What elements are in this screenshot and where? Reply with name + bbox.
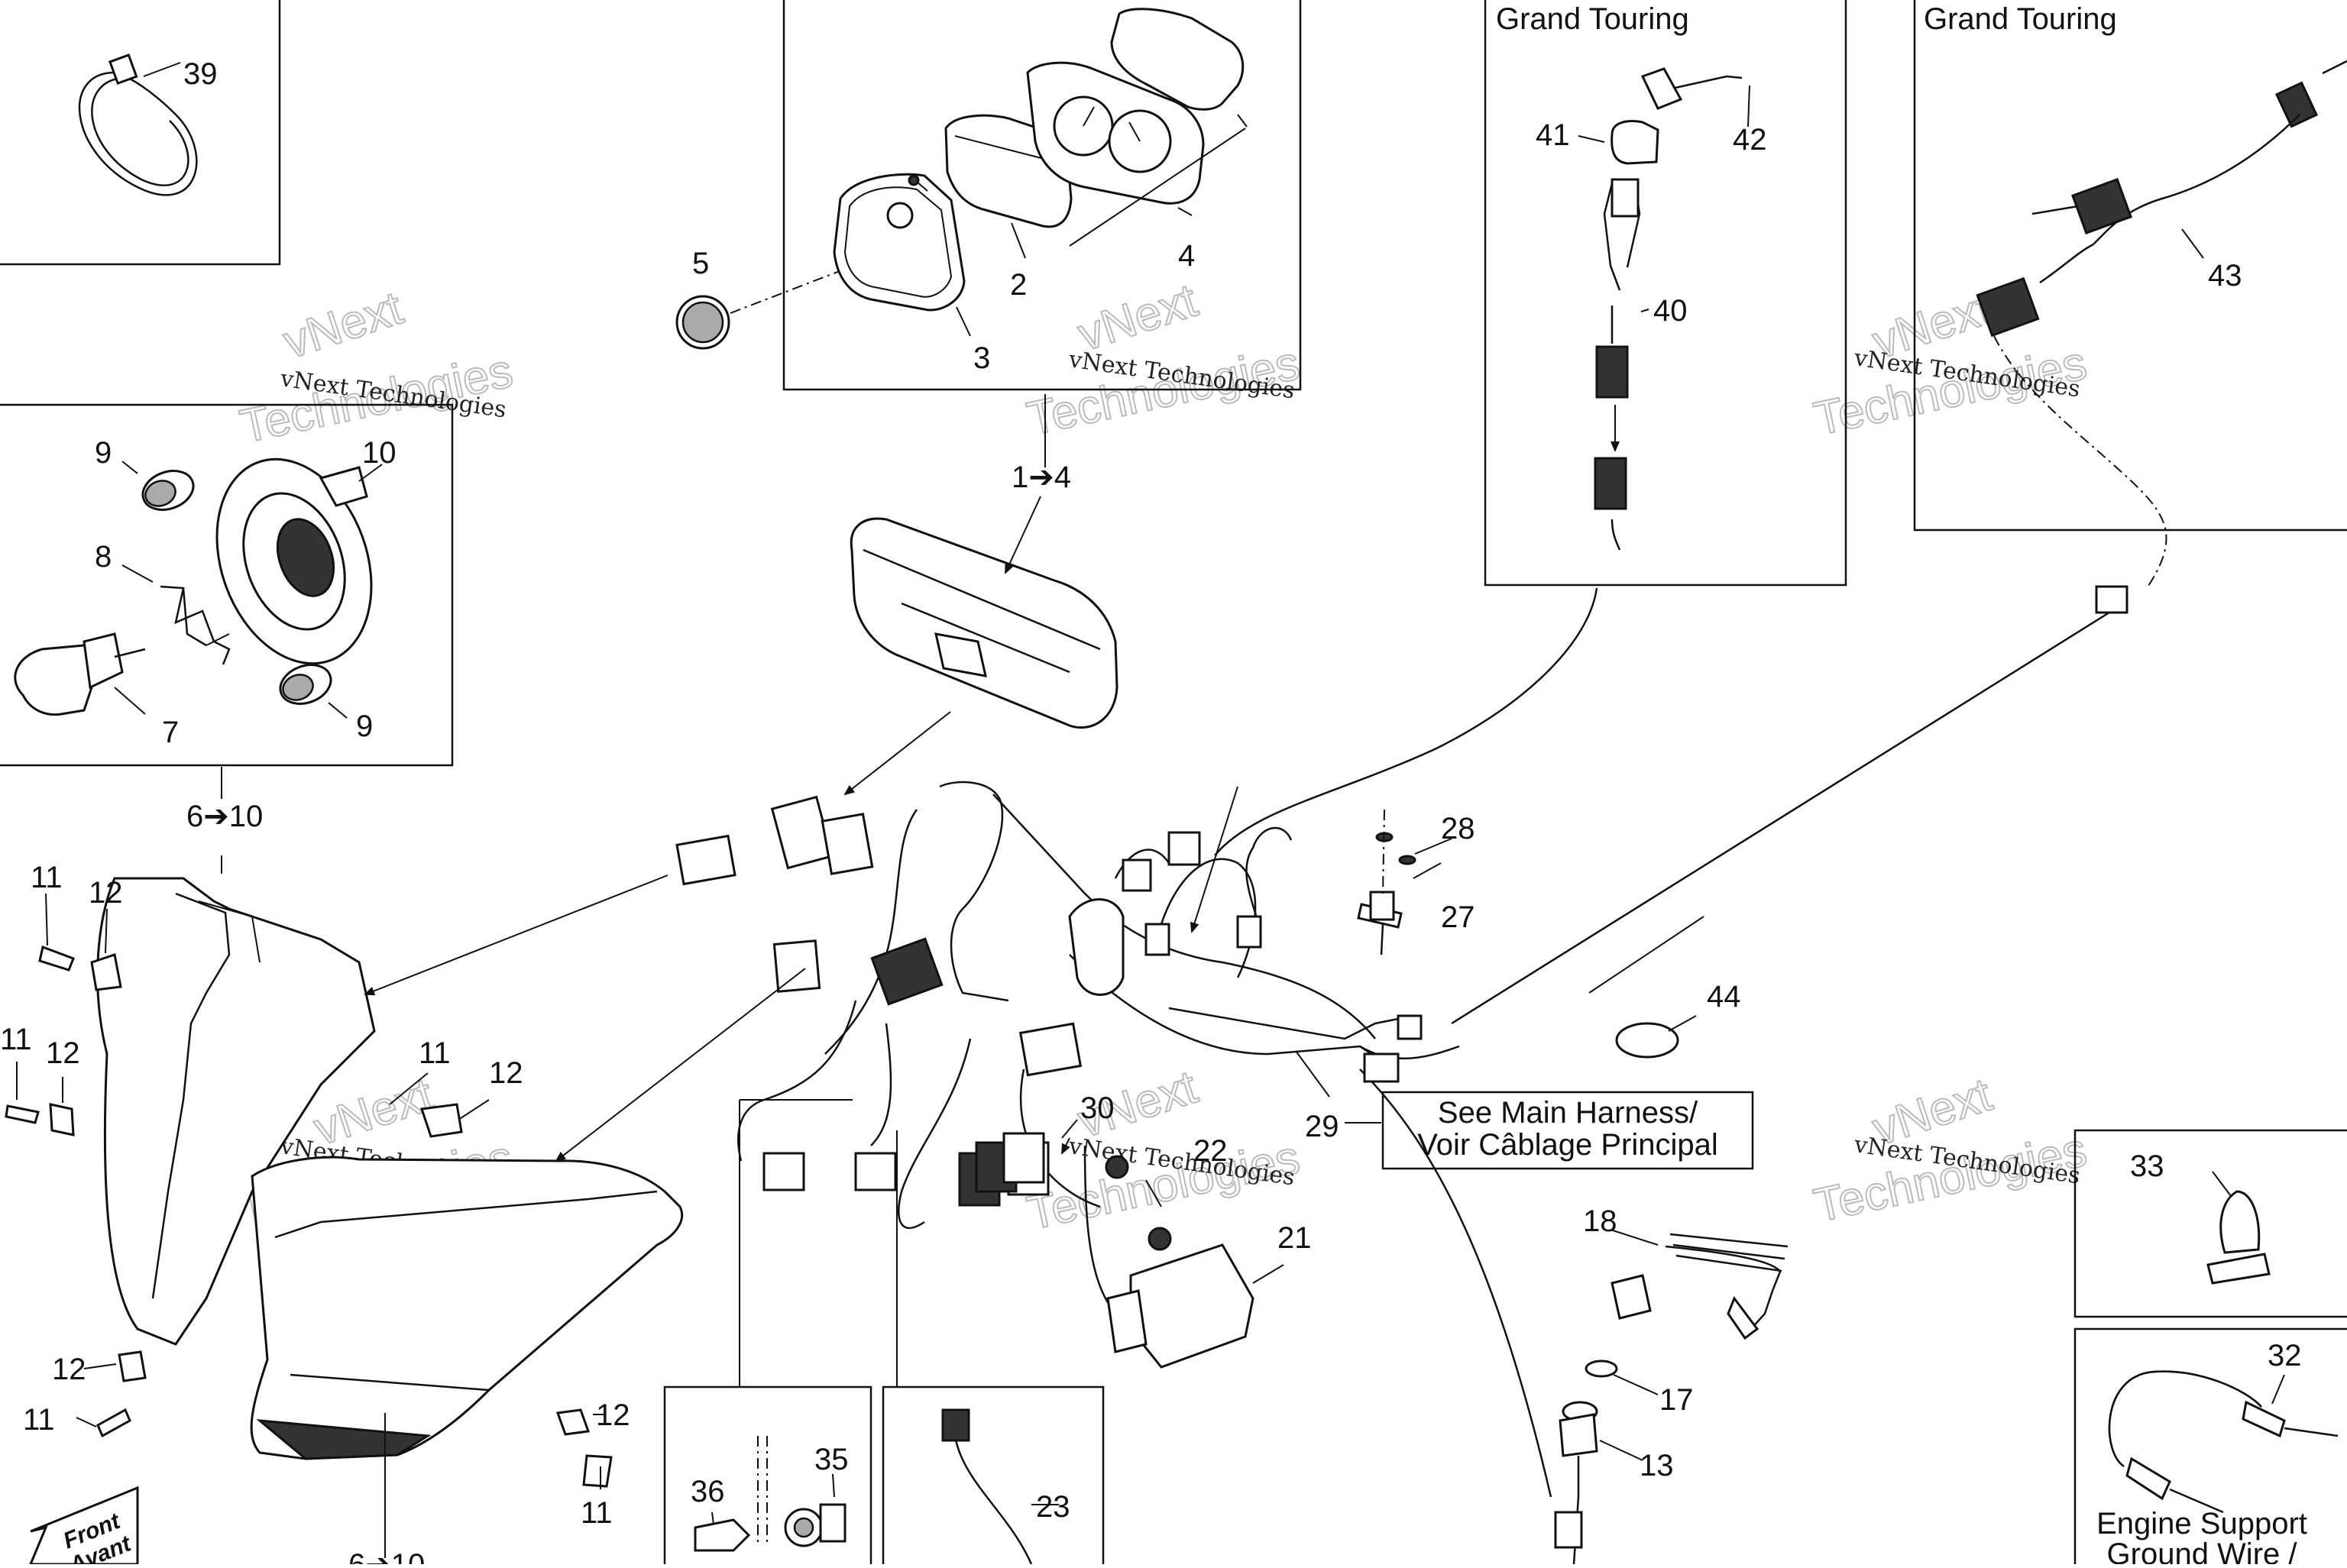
panel-box-23 [882,1385,1105,1564]
part-3-bezel [833,173,966,312]
callout-12-b: 12 [46,1036,80,1070]
grand-touring-left-header: Grand Touring [1496,2,1689,36]
callout-44: 44 [1707,980,1741,1014]
callout-18: 18 [1583,1204,1617,1238]
part-39-cable-tie [78,53,198,196]
callout-12-e: 12 [596,1398,630,1432]
callout-30: 30 [1080,1091,1115,1125]
part-32-ground-wire [2108,1370,2339,1514]
callout-40: 40 [1653,294,1688,328]
callout-22: 22 [1193,1134,1228,1168]
callout-6-10-top: 6➔10 [186,800,263,833]
callout-42: 42 [1733,123,1767,157]
heated-grip-run [1214,587,1598,856]
callout-29: 29 [1305,1110,1339,1143]
panel-box-gauge [782,0,1302,391]
part-9-cap-lower [279,664,348,719]
callout-6-10-bottom: 6➔10 [348,1548,425,1564]
callout-12-a: 12 [89,876,123,910]
callout-41: 41 [1536,118,1570,152]
callout-17: 17 [1659,1383,1694,1417]
callout-1-4: 1➔4 [1012,461,1071,494]
part-44-grommet [1615,1022,1679,1059]
accessory-connector [2095,585,2128,614]
callout-4: 4 [1178,239,1195,273]
callout-12-c: 12 [489,1056,523,1090]
callout-11-b: 11 [0,1023,32,1056]
front-direction-indicator: Front Avant [28,1486,139,1568]
assembled-gauge-cluster [850,517,1118,729]
part-22-nut [1105,1155,1172,1251]
callout-11-e: 11 [581,1496,613,1530]
part-23-sensor-wire [941,1408,1059,1565]
callout-21: 21 [1277,1221,1312,1255]
callout-11-d: 11 [23,1403,55,1437]
callout-35: 35 [814,1443,849,1476]
part-27-28-sensor [1357,809,1452,955]
watermark-group: vNext Technologies vNext Technologies vN… [235,273,2092,1241]
callout-7: 7 [162,716,179,749]
callout-39: 39 [183,57,218,91]
callout-12-d: 12 [52,1353,86,1386]
part-9-cap-upper [121,461,195,511]
callout-23: 23 [1036,1490,1070,1524]
callout-9-upper: 9 [95,436,112,470]
part-21-control-module [1106,1243,1284,1369]
callout-33: 33 [2130,1149,2164,1183]
part-35-36-sprocket [694,1436,847,1552]
panel-box-grand-touring-left [1484,0,1847,587]
callout-5: 5 [692,247,709,280]
part-8-clip [121,564,231,665]
grand-touring-right-header: Grand Touring [1924,2,2117,36]
callout-10: 10 [362,436,397,470]
callout-9-lower: 9 [356,710,373,743]
callout-36: 36 [691,1475,725,1508]
callout-27: 27 [1441,900,1475,934]
part-4-gauge-housing [1026,8,1248,247]
callout-labels: 39 5 2 3 4 1➔4 9 10 8 7 9 6➔10 11 12 11 … [0,57,2302,1568]
part-30-relay [975,1119,1078,1193]
part-13-switch [1554,1401,1643,1565]
panel-box-35-36 [663,1385,872,1564]
callout-28: 28 [1441,812,1475,845]
ground-wire-label-line2: Ground Wire / [2107,1537,2298,1564]
panel-box-33 [2073,1129,2347,1318]
callout-11-a: 11 [31,861,63,894]
part-33-push-rivet [2206,1171,2271,1285]
main-harness-note-box [1381,1091,1754,1170]
callout-8: 8 [95,540,112,574]
fastener-group [5,945,613,1488]
main-harness-note-line2: Voir Câblage Principal [1417,1128,1718,1162]
panel-box-grand-touring-right [1913,0,2347,532]
part-10-reflector [215,457,383,665]
callout-2: 2 [1010,268,1027,302]
main-harness-note-line1: See Main Harness/ [1438,1096,1698,1130]
callout-3: 3 [973,341,990,375]
callout-11-c: 11 [419,1036,451,1070]
ground-wire-label-line1: Engine Support [2096,1507,2307,1541]
callout-43: 43 [2208,259,2242,293]
watermark-big-top: vNext [277,282,409,370]
part-17-washer [1585,1359,1659,1395]
callout-32: 32 [2268,1339,2302,1372]
accessory-wire [1451,602,2125,1025]
grand-touring-accessory-harness [1976,60,2347,589]
part-18-tether-cord [1610,1229,1789,1340]
grand-touring-heated-grip-wiring [1578,67,1750,551]
panel-box-headlamp [0,403,454,767]
part-7-bulb [14,632,146,716]
panel-box-32 [2073,1327,2347,1564]
assembly-arrows [221,394,1704,1387]
callout-13: 13 [1640,1449,1674,1482]
panel-box-39 [0,0,281,266]
